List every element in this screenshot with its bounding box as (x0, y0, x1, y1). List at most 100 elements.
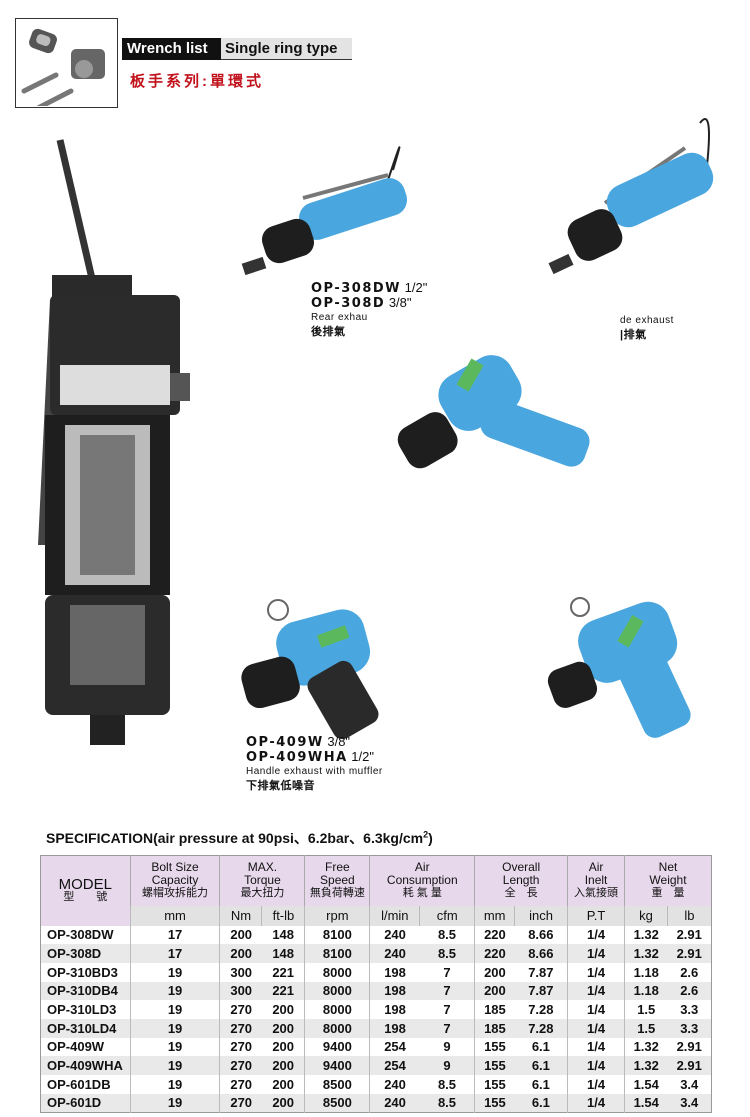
value-cell: 8.5 (419, 1075, 475, 1094)
header-cn: 螺帽攻拆能力 (142, 887, 209, 900)
title-chinese: 板手系列:單環式 (130, 73, 264, 90)
value-cell: 1/4 (567, 1093, 625, 1113)
value-cell: 254 (369, 1056, 420, 1075)
caption-op-308: OP-308DW 1/2" OP-308D 3/8" Rear exhau 後排… (311, 281, 427, 339)
value-cell: 3.4 (667, 1093, 712, 1113)
unit-cell: kg (624, 905, 668, 926)
value-cell: 19 (129, 1000, 220, 1019)
value-cell: 1/4 (567, 981, 625, 1001)
header-cn: 型 號 (63, 890, 108, 903)
value-cell: 8500 (304, 1093, 370, 1113)
value-cell: 7 (419, 1000, 475, 1019)
value-cell: 1.32 (624, 944, 668, 963)
unit-cell: ft-lb (261, 905, 305, 926)
value-cell: 6.1 (514, 1037, 568, 1057)
value-cell: 270 (219, 1056, 262, 1075)
value-cell: 8000 (304, 981, 370, 1001)
value-cell: 1/4 (567, 1056, 625, 1075)
value-cell: 220 (474, 944, 515, 963)
value-cell: 270 (219, 1075, 262, 1094)
value-cell: 19 (129, 1075, 220, 1094)
model-cell: OP-409W (40, 1037, 131, 1057)
value-cell: 7.87 (514, 981, 568, 1001)
unit-cell: P.T (567, 905, 625, 926)
value-cell: 200 (219, 925, 262, 945)
value-cell: 1/4 (567, 1037, 625, 1057)
exhaust-cn: 下排氣低噪音 (246, 780, 315, 792)
value-cell: 300 (219, 962, 262, 982)
drive-size: 3/8" (388, 295, 412, 310)
value-cell: 1/4 (567, 1000, 625, 1019)
value-cell: 148 (261, 925, 305, 945)
value-cell: 7.87 (514, 962, 568, 982)
value-cell: 270 (219, 1037, 262, 1057)
value-cell: 1.5 (624, 1000, 668, 1019)
exhaust-en: de exhaust (620, 315, 674, 326)
value-cell: 148 (261, 944, 305, 963)
value-cell: 8000 (304, 1000, 370, 1019)
value-cell: 155 (474, 1075, 515, 1094)
value-cell: 8.66 (514, 944, 568, 963)
header-en: Bolt Size Capacity (151, 860, 199, 888)
value-cell: 1/4 (567, 962, 625, 982)
value-cell: 7.28 (514, 1000, 568, 1019)
value-cell: 8100 (304, 944, 370, 963)
header-en: Free Speed (320, 860, 355, 888)
value-cell: 2.6 (667, 962, 712, 982)
value-cell: 17 (129, 925, 220, 945)
spec-title-end: ) (428, 830, 433, 846)
value-cell: 1.32 (624, 1037, 668, 1057)
value-cell: 1.18 (624, 981, 668, 1001)
value-cell: 200 (261, 1037, 305, 1057)
value-cell: 8.5 (419, 1093, 475, 1113)
exhaust-en: Rear exhau (311, 312, 368, 323)
value-cell: 8100 (304, 925, 370, 945)
unit-cell: Nm (219, 905, 262, 926)
tool-image-pistol-center (390, 348, 600, 503)
value-cell: 9400 (304, 1056, 370, 1075)
value-cell: 198 (369, 962, 420, 982)
value-cell: 8.5 (419, 944, 475, 963)
value-cell: 3.3 (667, 1018, 712, 1038)
drive-size: 3/8" (327, 734, 351, 749)
value-cell: 2.91 (667, 1037, 712, 1057)
value-cell: 19 (129, 1018, 220, 1038)
value-cell: 19 (129, 1037, 220, 1057)
exhaust-cn: 後排氣 (311, 326, 346, 338)
value-cell: 200 (261, 1018, 305, 1038)
value-cell: 9 (419, 1037, 475, 1057)
value-cell: 7 (419, 1018, 475, 1038)
tool-image-pistol-right (545, 595, 725, 750)
value-cell: 155 (474, 1056, 515, 1075)
value-cell: 198 (369, 1018, 420, 1038)
header-en: MAX. Torque (244, 860, 281, 888)
unit-cell: mm (474, 905, 515, 926)
value-cell: 19 (129, 981, 220, 1001)
value-cell: 221 (261, 962, 305, 982)
value-cell: 270 (219, 1093, 262, 1113)
value-cell: 200 (261, 1093, 305, 1113)
value-cell: 8.66 (514, 925, 568, 945)
value-cell: 7 (419, 962, 475, 982)
value-cell: 1.32 (624, 925, 668, 945)
value-cell: 1/4 (567, 944, 625, 963)
model-name: OP-308D (311, 296, 386, 311)
tool-image-op-409w (238, 595, 428, 750)
value-cell: 19 (129, 1093, 220, 1113)
value-cell: 155 (474, 1037, 515, 1057)
spec-title: SPECIFICATION(air pressure at 90psi、6.2b… (46, 828, 433, 848)
value-cell: 2.91 (667, 1056, 712, 1075)
model-cell: OP-310LD3 (40, 1000, 131, 1019)
unit-cell: rpm (304, 905, 370, 926)
value-cell: 2.91 (667, 925, 712, 945)
